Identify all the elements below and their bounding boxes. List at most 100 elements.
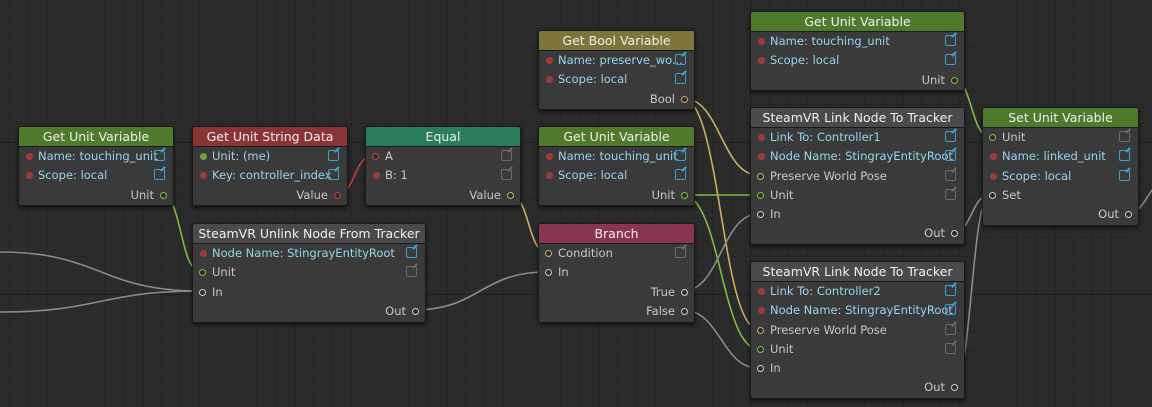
input-pin[interactable] [757, 345, 764, 353]
node-steamvr-unlink[interactable]: SteamVR Unlink Node From Tracker Node Na… [192, 223, 426, 323]
input-condition[interactable]: Condition [539, 244, 694, 263]
input-pin[interactable] [989, 134, 996, 141]
edit-icon[interactable] [945, 304, 956, 316]
param-node-name[interactable]: Node Name: StingrayEntityRoot [751, 301, 964, 320]
output-bool[interactable]: Bool [539, 90, 694, 109]
param-name[interactable]: Name: preserve_wo... [539, 51, 694, 70]
wire-unit-to-link2[interactable] [682, 194, 759, 350]
output-out[interactable]: Out [751, 224, 964, 243]
input-preserve-world-pose[interactable]: Preserve World Pose [751, 167, 964, 186]
node-set-unit-variable[interactable]: Set Unit Variable Unit Name: linked_unit… [982, 107, 1139, 226]
param-name[interactable]: Name: touching_unit [539, 147, 694, 166]
param-b[interactable]: B: 1 [366, 166, 520, 185]
output-pin[interactable] [951, 76, 958, 84]
output-pin[interactable] [507, 191, 514, 199]
input-set[interactable]: Set [983, 186, 1138, 205]
wire-bool-to-pose2[interactable] [682, 97, 759, 330]
edit-icon[interactable] [945, 131, 956, 142]
wire-left-in-2[interactable] [0, 290, 201, 313]
edit-icon[interactable] [945, 342, 956, 354]
input-pin[interactable] [199, 269, 206, 277]
output-value[interactable]: Value [193, 186, 347, 205]
node-get-bool-variable[interactable]: Get Bool Variable Name: preserve_wo... S… [538, 30, 695, 110]
node-title[interactable]: Get Unit Variable [19, 127, 173, 147]
edit-icon[interactable] [406, 247, 417, 258]
output-false[interactable]: False [539, 302, 694, 321]
edit-icon[interactable] [328, 150, 339, 161]
node-title[interactable]: SteamVR Unlink Node From Tracker [193, 224, 425, 244]
param-node-name[interactable]: Node Name: StingrayEntityRoot [193, 244, 425, 263]
edit-icon[interactable] [945, 150, 956, 162]
edit-icon[interactable] [1119, 150, 1130, 162]
node-title[interactable]: Get Bool Variable [539, 31, 694, 51]
output-pin[interactable] [334, 191, 341, 199]
node-get-unit-variable-1[interactable]: Get Unit Variable Name: touching_unit Sc… [18, 126, 174, 206]
input-in[interactable]: In [539, 263, 694, 282]
param-name[interactable]: Name: touching_unit [19, 147, 173, 166]
param-link-to[interactable]: Link To: Controller2 [751, 282, 964, 301]
edit-icon[interactable] [945, 285, 956, 296]
input-pin[interactable] [757, 191, 764, 199]
node-title[interactable]: SteamVR Link Node To Tracker [751, 262, 964, 282]
node-equal[interactable]: Equal A B: 1 Value [365, 126, 521, 206]
output-out[interactable]: Out [193, 302, 425, 321]
output-pin[interactable] [951, 384, 958, 392]
edit-icon[interactable] [945, 54, 956, 66]
input-preserve-world-pose[interactable]: Preserve World Pose [751, 321, 964, 340]
node-title[interactable]: Set Unit Variable [983, 108, 1138, 128]
input-in[interactable]: In [193, 283, 425, 302]
input-unit[interactable]: Unit [193, 263, 425, 282]
output-pin[interactable] [412, 307, 419, 315]
edit-icon[interactable] [675, 73, 686, 85]
edit-icon[interactable] [501, 150, 512, 161]
edit-icon[interactable] [945, 323, 956, 335]
output-pin[interactable] [160, 191, 167, 199]
edit-icon[interactable] [675, 169, 686, 181]
node-title[interactable]: Get Unit Variable [539, 127, 694, 147]
param-scope[interactable]: Scope: local [19, 166, 173, 185]
output-pin[interactable] [951, 230, 958, 238]
input-pin[interactable] [372, 153, 379, 160]
input-pin[interactable] [757, 326, 764, 334]
wire-left-in-1[interactable] [0, 251, 201, 292]
output-pin[interactable] [681, 307, 688, 315]
input-unit[interactable]: Unit [751, 340, 964, 359]
node-title[interactable]: Get Unit String Data [193, 127, 347, 147]
edit-icon[interactable] [154, 150, 165, 161]
input-pin[interactable] [545, 250, 552, 257]
node-get-unit-variable-2[interactable]: Get Unit Variable Name: touching_unit Sc… [538, 126, 695, 206]
output-pin[interactable] [1125, 211, 1132, 219]
output-unit[interactable]: Unit [751, 71, 964, 90]
edit-icon[interactable] [1119, 131, 1130, 142]
input-unit[interactable]: Unit [983, 128, 1138, 147]
param-key[interactable]: Key: controller_index [193, 166, 347, 185]
node-title[interactable]: Branch [539, 224, 694, 244]
input-unit[interactable]: Unit [751, 186, 964, 205]
param-scope[interactable]: Scope: local [539, 70, 694, 89]
input-a[interactable]: A [366, 147, 520, 166]
input-in[interactable]: In [751, 359, 964, 378]
param-link-to[interactable]: Link To: Controller1 [751, 128, 964, 147]
output-value[interactable]: Value [366, 186, 520, 205]
node-title[interactable]: SteamVR Link Node To Tracker [751, 108, 964, 128]
param-unit[interactable]: Unit: (me) [193, 147, 347, 166]
node-title[interactable]: Equal [366, 127, 520, 147]
output-unit[interactable]: Unit [19, 186, 173, 205]
output-true[interactable]: True [539, 283, 694, 302]
wire-unlink-out[interactable] [412, 271, 548, 311]
output-pin[interactable] [681, 288, 688, 296]
input-pin[interactable] [989, 191, 996, 199]
input-pin[interactable] [757, 365, 764, 373]
edit-icon[interactable] [675, 54, 686, 65]
output-pin[interactable] [681, 191, 688, 199]
input-pin[interactable] [757, 211, 764, 219]
edit-icon[interactable] [1119, 169, 1130, 181]
param-name[interactable]: Name: touching_unit [751, 32, 964, 51]
edit-icon[interactable] [945, 188, 956, 200]
param-name[interactable]: Name: linked_unit [983, 147, 1138, 166]
param-scope[interactable]: Scope: local [751, 51, 964, 70]
node-title[interactable]: Get Unit Variable [751, 12, 964, 32]
output-out[interactable]: Out [751, 378, 964, 397]
output-unit[interactable]: Unit [539, 186, 694, 205]
